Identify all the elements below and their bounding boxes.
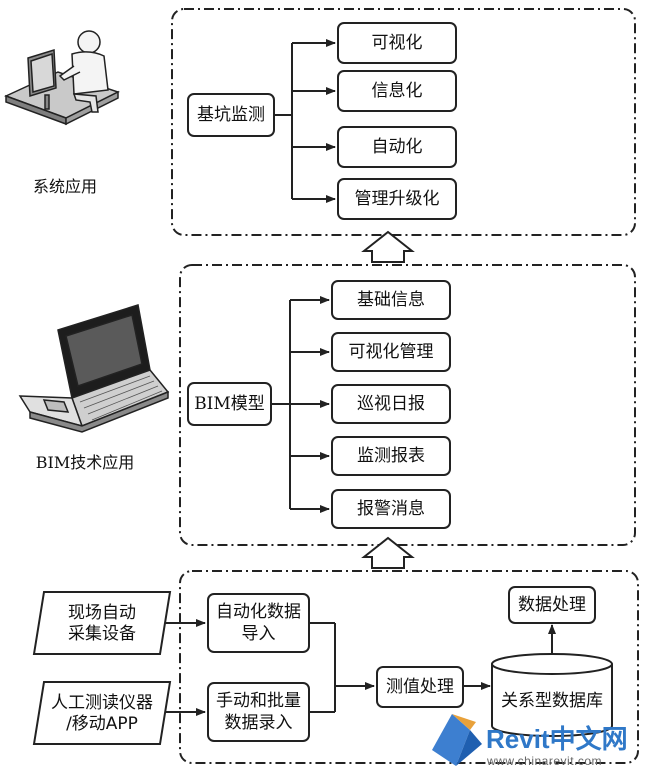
watermark-brand: Revit中文网 [486,719,628,756]
top-item-visualization: 可视化 [337,22,457,64]
database-cylinder [491,653,613,737]
input-auto-shape [32,591,172,655]
connectors-top [275,39,336,203]
relational-database-label: 关系型数据库 [501,691,603,711]
person-computer-icon [4,30,120,126]
watermark-url: www.chinarevit.com [487,754,603,768]
bim-item-basic-info: 基础信息 [331,280,451,320]
system-application-label: 系统应用 [32,177,97,196]
manual-entry-box: 手动和批量 数据录入 [207,682,310,742]
top-item-automation: 自动化 [337,126,457,168]
input-manual-label: 人工测读仪器 /移动APP [51,693,153,735]
top-item-management-upgrade: 管理升级化 [337,178,457,220]
watermark-brand-cn: 中文网 [549,725,628,755]
input-auto-label: 现场自动 采集设备 [68,603,136,645]
section-bim-container [179,264,636,546]
measurement-processing-box: 测值处理 [376,666,464,708]
bim-item-alarm-message: 报警消息 [331,489,451,529]
bim-item-monitoring-report: 监测报表 [331,436,451,476]
bim-model-box: BIM模型 [187,382,272,426]
top-item-informatization: 信息化 [337,70,457,112]
foundation-monitoring-box: 基坑监测 [187,93,275,137]
bim-item-visual-management: 可视化管理 [331,332,451,372]
auto-import-box: 自动化数据 导入 [207,593,310,653]
connectors-middle [272,296,330,513]
bim-technology-label: BIM技术应用 [35,453,135,472]
bim-item-patrol-daily: 巡视日报 [331,384,451,424]
connectors-bottom [161,619,556,716]
hollow-up-arrow [361,230,415,263]
input-manual-shape [32,681,172,745]
revit-logo-icon [432,714,482,766]
data-processing-box: 数据处理 [508,586,596,624]
hollow-up-arrow [361,536,415,569]
watermark-brand-en: Revit [486,724,550,754]
laptop-icon [18,304,170,433]
